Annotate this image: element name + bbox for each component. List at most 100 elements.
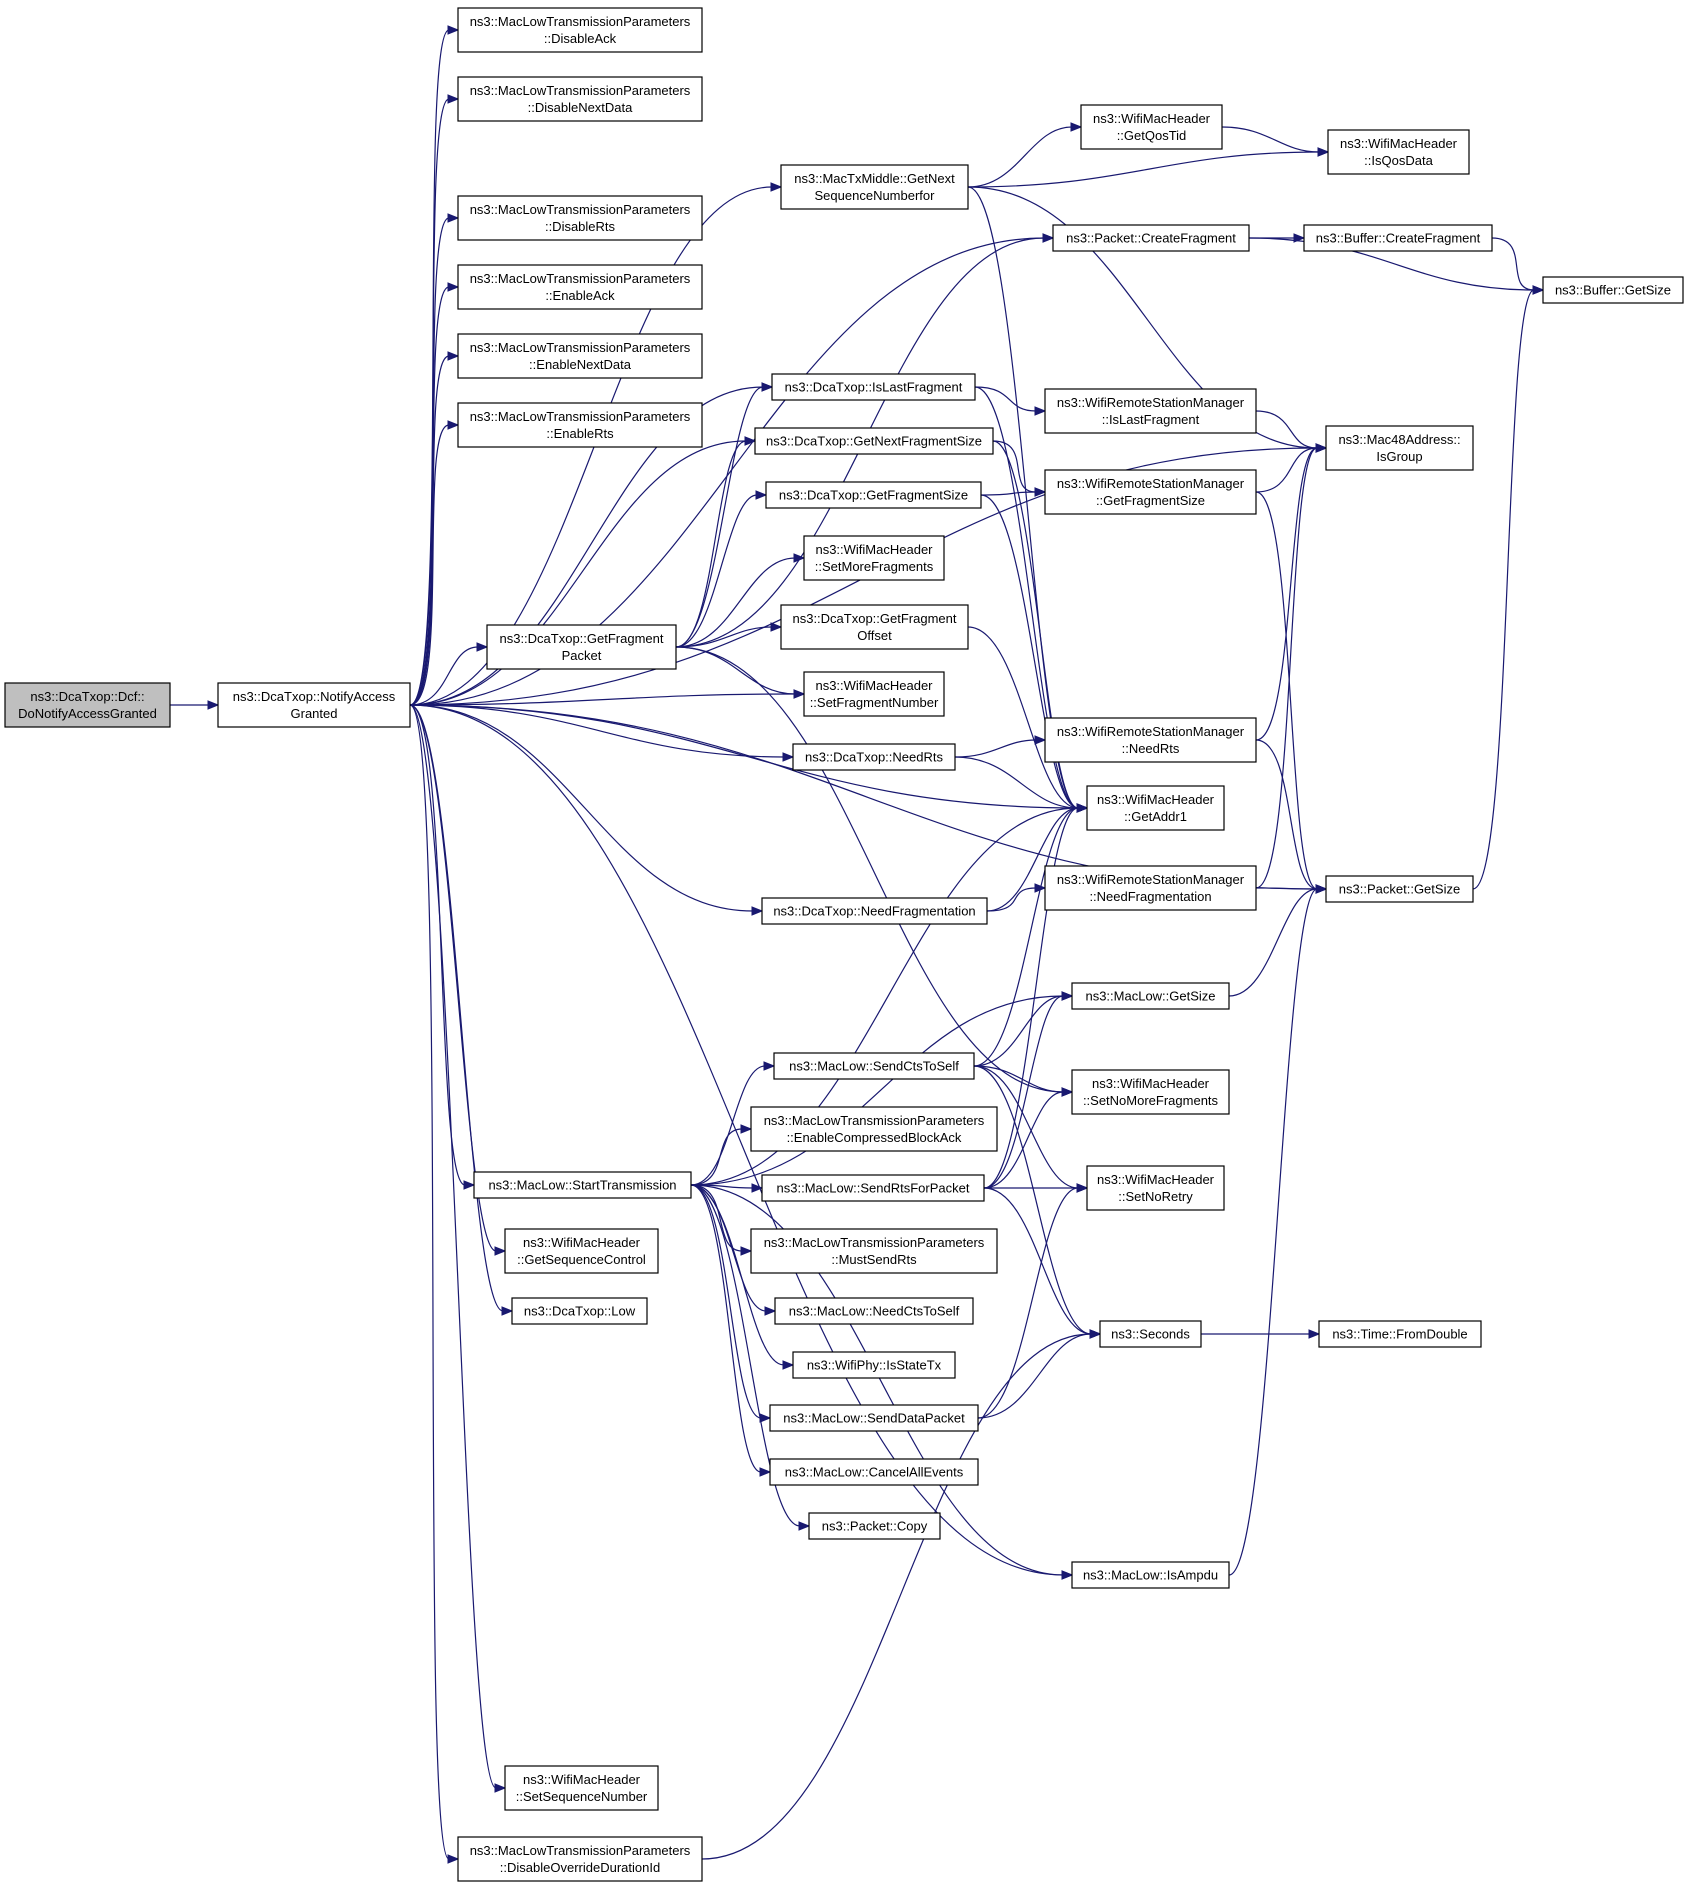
node-box[interactable] — [761, 1174, 985, 1202]
node-fromdouble[interactable]: ns3::Time::FromDouble — [1318, 1320, 1482, 1348]
node-setnomorefrag[interactable]: ns3::WifiMacHeader::SetNoMoreFragments — [1071, 1069, 1230, 1115]
node-getnextfragsize[interactable]: ns3::DcaTxop::GetNextFragmentSize — [754, 427, 994, 455]
node-box[interactable] — [473, 1171, 692, 1199]
node-box[interactable] — [771, 373, 976, 401]
node-box[interactable] — [769, 1404, 979, 1432]
node-isstatetx[interactable]: ns3::WifiPhy::IsStateTx — [792, 1351, 956, 1379]
node-box[interactable] — [773, 1052, 975, 1080]
node-isgroup[interactable]: ns3::Mac48Address::IsGroup — [1325, 425, 1474, 471]
node-box[interactable] — [808, 1512, 941, 1540]
node-box[interactable] — [1071, 1561, 1230, 1589]
node-box[interactable] — [1318, 1320, 1482, 1348]
node-wrsmneedrts[interactable]: ns3::WifiRemoteStationManager::NeedRts — [1044, 717, 1257, 763]
node-box[interactable] — [1086, 1165, 1225, 1211]
node-seconds[interactable]: ns3::Seconds — [1099, 1320, 1202, 1348]
node-sendcts[interactable]: ns3::MacLow::SendCtsToSelf — [773, 1052, 975, 1080]
node-cancelall[interactable]: ns3::MacLow::CancelAllEvents — [769, 1458, 979, 1486]
node-box[interactable] — [504, 1228, 659, 1274]
node-box[interactable] — [780, 604, 969, 650]
node-box[interactable] — [769, 1458, 979, 1486]
node-box[interactable] — [803, 671, 945, 717]
node-disnext[interactable]: ns3::MacLowTransmissionParameters::Disab… — [457, 76, 703, 122]
node-box[interactable] — [750, 1106, 998, 1152]
node-box[interactable] — [1542, 276, 1684, 304]
node-box[interactable] — [1325, 875, 1474, 903]
node-pcopy[interactable]: ns3::Packet::Copy — [808, 1512, 941, 1540]
node-box[interactable] — [1044, 717, 1257, 763]
node-getaddr1[interactable]: ns3::WifiMacHeader::GetAddr1 — [1086, 785, 1225, 831]
node-box[interactable] — [486, 624, 677, 670]
node-box[interactable] — [1044, 469, 1257, 515]
node-disoverride[interactable]: ns3::MacLowTransmissionParameters::Disab… — [457, 1836, 703, 1882]
node-low[interactable]: ns3::DcaTxop::Low — [511, 1297, 648, 1325]
node-setnoretry[interactable]: ns3::WifiMacHeader::SetNoRetry — [1086, 1165, 1225, 1211]
node-box[interactable] — [457, 1836, 703, 1882]
node-box[interactable] — [1071, 1069, 1230, 1115]
node-box[interactable] — [780, 164, 969, 210]
node-box[interactable] — [1099, 1320, 1202, 1348]
node-enrts[interactable]: ns3::MacLowTransmissionParameters::Enabl… — [457, 402, 703, 448]
node-senddata[interactable]: ns3::MacLow::SendDataPacket — [769, 1404, 979, 1432]
node-starttx[interactable]: ns3::MacLow::StartTransmission — [473, 1171, 692, 1199]
node-mustsendrts[interactable]: ns3::MacLowTransmissionParameters::MustS… — [750, 1228, 998, 1274]
node-wrsmneedfrag[interactable]: ns3::WifiRemoteStationManager::NeedFragm… — [1044, 865, 1257, 911]
node-box[interactable] — [750, 1228, 998, 1274]
node-box[interactable] — [457, 402, 703, 448]
node-box[interactable] — [774, 1297, 974, 1325]
node-bcreatefrag[interactable]: ns3::Buffer::CreateFragment — [1303, 224, 1493, 252]
node-bgetsize[interactable]: ns3::Buffer::GetSize — [1542, 276, 1684, 304]
node-box[interactable] — [4, 682, 171, 728]
node-isqosdata[interactable]: ns3::WifiMacHeader::IsQosData — [1327, 129, 1470, 175]
node-box[interactable] — [1080, 104, 1223, 150]
node-box[interactable] — [1052, 224, 1250, 252]
node-box[interactable] — [217, 682, 411, 728]
node-box[interactable] — [1044, 388, 1257, 434]
node-sendrts[interactable]: ns3::MacLow::SendRtsForPacket — [761, 1174, 985, 1202]
node-box[interactable] — [761, 897, 988, 925]
node-box[interactable] — [457, 264, 703, 310]
node-box[interactable] — [792, 743, 956, 771]
node-box[interactable] — [1325, 425, 1474, 471]
node-needfrag[interactable]: ns3::DcaTxop::NeedFragmentation — [761, 897, 988, 925]
node-box[interactable] — [1327, 129, 1470, 175]
node-encompressed[interactable]: ns3::MacLowTransmissionParameters::Enabl… — [750, 1106, 998, 1152]
node-txmiddle[interactable]: ns3::MacTxMiddle::GetNextSequenceNumberf… — [780, 164, 969, 210]
node-wrsmislast[interactable]: ns3::WifiRemoteStationManager::IsLastFra… — [1044, 388, 1257, 434]
node-box[interactable] — [457, 195, 703, 241]
node-box[interactable] — [754, 427, 994, 455]
node-root[interactable]: ns3::DcaTxop::Dcf::DoNotifyAccessGranted — [4, 682, 171, 728]
node-getseqctl[interactable]: ns3::WifiMacHeader::GetSequenceControl — [504, 1228, 659, 1274]
node-box[interactable] — [457, 7, 703, 53]
node-box[interactable] — [1071, 982, 1230, 1010]
node-box[interactable] — [792, 1351, 956, 1379]
node-setseqnum[interactable]: ns3::WifiMacHeader::SetSequenceNumber — [504, 1765, 659, 1811]
node-getfragsize[interactable]: ns3::DcaTxop::GetFragmentSize — [765, 481, 982, 509]
node-ennext[interactable]: ns3::MacLowTransmissionParameters::Enabl… — [457, 333, 703, 379]
node-box[interactable] — [765, 481, 982, 509]
node-box[interactable] — [1044, 865, 1257, 911]
node-needrts[interactable]: ns3::DcaTxop::NeedRts — [792, 743, 956, 771]
node-box[interactable] — [457, 333, 703, 379]
node-needcts[interactable]: ns3::MacLow::NeedCtsToSelf — [774, 1297, 974, 1325]
node-box[interactable] — [803, 535, 945, 581]
node-pcreatefrag[interactable]: ns3::Packet::CreateFragment — [1052, 224, 1250, 252]
node-isampdu[interactable]: ns3::MacLow::IsAmpdu — [1071, 1561, 1230, 1589]
node-pgetsize[interactable]: ns3::Packet::GetSize — [1325, 875, 1474, 903]
node-box[interactable] — [457, 76, 703, 122]
node-islastfrag[interactable]: ns3::DcaTxop::IsLastFragment — [771, 373, 976, 401]
node-nag[interactable]: ns3::DcaTxop::NotifyAccessGranted — [217, 682, 411, 728]
node-disack[interactable]: ns3::MacLowTransmissionParameters::Disab… — [457, 7, 703, 53]
node-getqostid[interactable]: ns3::WifiMacHeader::GetQosTid — [1080, 104, 1223, 150]
node-disrts[interactable]: ns3::MacLowTransmissionParameters::Disab… — [457, 195, 703, 241]
node-box[interactable] — [511, 1297, 648, 1325]
node-box[interactable] — [504, 1765, 659, 1811]
node-setmorefrag[interactable]: ns3::WifiMacHeader::SetMoreFragments — [803, 535, 945, 581]
node-box[interactable] — [1086, 785, 1225, 831]
node-box[interactable] — [1303, 224, 1493, 252]
node-mlgetsize[interactable]: ns3::MacLow::GetSize — [1071, 982, 1230, 1010]
node-enack[interactable]: ns3::MacLowTransmissionParameters::Enabl… — [457, 264, 703, 310]
node-wrsmfragsize[interactable]: ns3::WifiRemoteStationManager::GetFragme… — [1044, 469, 1257, 515]
node-setfragnum[interactable]: ns3::WifiMacHeader::SetFragmentNumber — [803, 671, 945, 717]
